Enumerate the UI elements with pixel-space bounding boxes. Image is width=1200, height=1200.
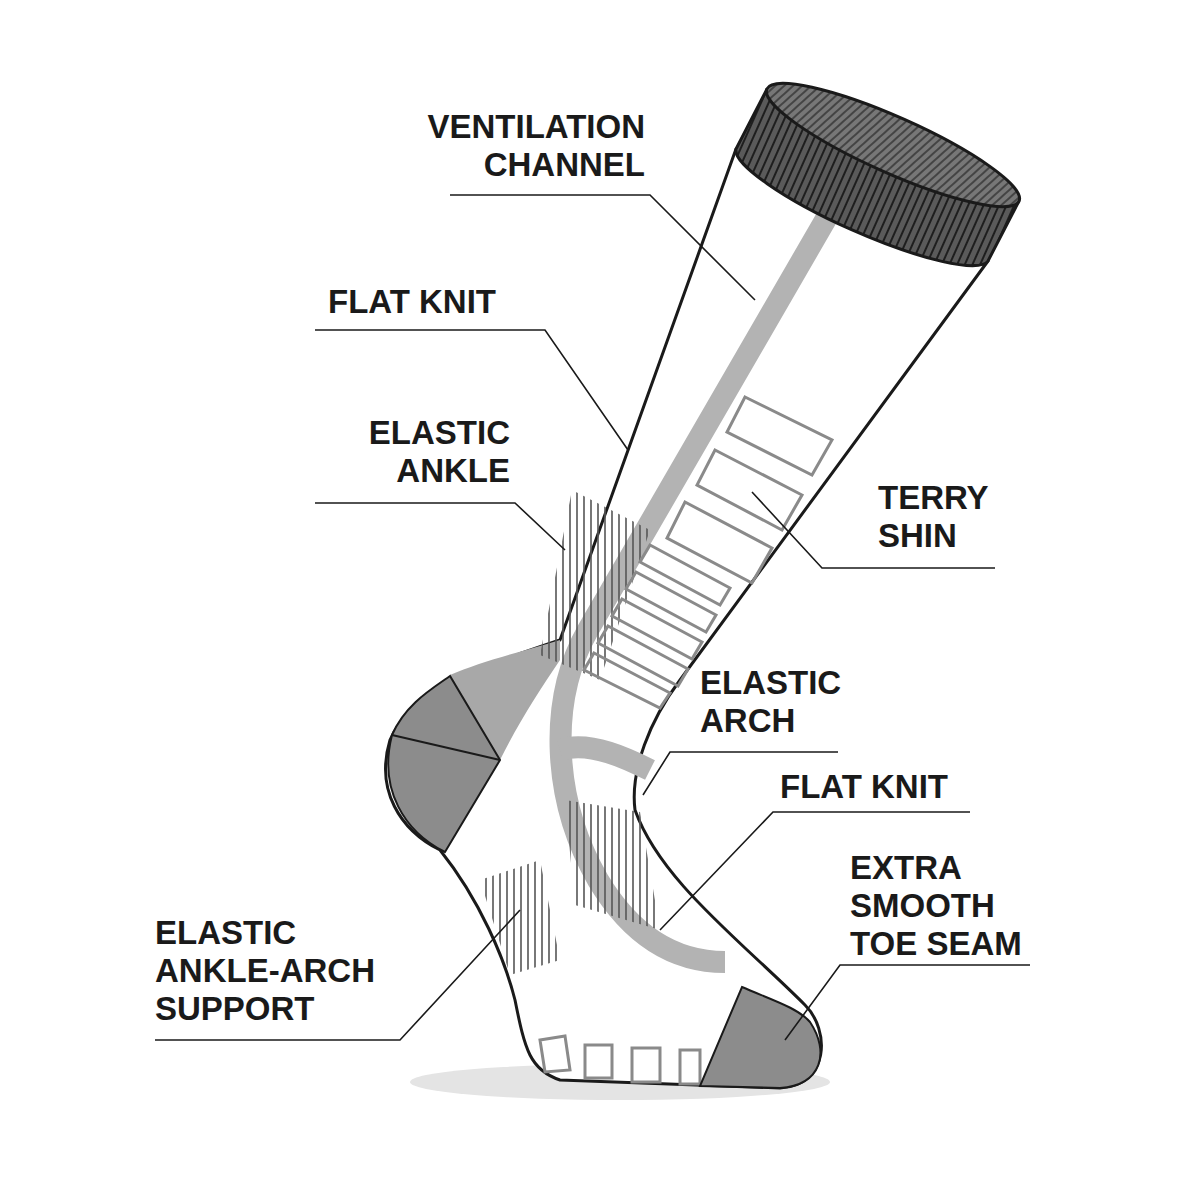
cuff-top — [756, 63, 1031, 226]
part-label: EXTRA SMOOTH TOE SEAM — [850, 849, 1048, 963]
part-label: ELASTIC ANKLE-ARCH SUPPORT — [155, 914, 420, 1028]
toe-panel — [700, 987, 820, 1088]
sole-segments — [540, 1036, 700, 1084]
elastic-arch-hatch — [565, 800, 660, 930]
terry-shin-blocks — [584, 397, 832, 708]
ankle-arch-support-hatch — [480, 860, 560, 975]
heel-seam — [392, 735, 500, 760]
part-label: ELASTIC ARCH — [700, 664, 875, 740]
heel-panel — [388, 676, 500, 852]
arch-band — [560, 747, 650, 770]
part-label: VENTILATION CHANNEL — [385, 108, 645, 184]
part-label: FLAT KNIT — [328, 283, 568, 321]
elastic-ankle-hatch — [540, 490, 650, 680]
part-label: FLAT KNIT — [780, 768, 1020, 806]
part-label: ELASTIC ANKLE — [320, 414, 510, 490]
part-label: TERRY SHIN — [878, 479, 1033, 555]
